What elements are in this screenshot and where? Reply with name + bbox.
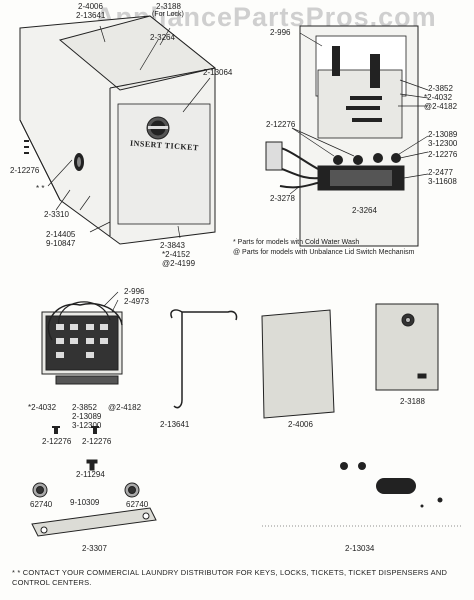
label-2-12276-left: 2-12276 — [10, 166, 40, 175]
label-2-3843: 2-3843 — [160, 241, 185, 250]
label-2-12276-m2: 2-12276 — [82, 437, 112, 446]
label-2-13641-top: 2-13641 — [76, 11, 106, 20]
switch-contacts — [56, 324, 108, 358]
label-9-10309: 9-10309 — [70, 498, 100, 507]
label-2-13064: 2-13064 — [203, 68, 233, 77]
switch-interior-details — [332, 46, 401, 165]
label-62740-r: 62740 — [126, 500, 149, 509]
label-2-13089-r: 2-13089 — [428, 130, 458, 139]
label-3-11608: 3-11608 — [428, 177, 457, 186]
label-2-13089-m: 2-13089 — [72, 412, 102, 421]
label-star-2-4032-r: *2-4032 — [424, 93, 453, 102]
small-screws — [52, 426, 99, 434]
label-2-12276-m1: 2-12276 — [42, 437, 72, 446]
label-62740-l: 62740 — [30, 500, 53, 509]
label-at-2-4182-r: @2-4182 — [424, 102, 458, 111]
label-2-4006-m: 2-4006 — [288, 420, 313, 429]
label-2-3310: 2-3310 — [44, 210, 69, 219]
lock-rod — [170, 309, 238, 409]
label-2-3188-m: 2-3188 — [400, 397, 425, 406]
left-screws — [24, 140, 29, 154]
label-star-2-4152: *2-4152 — [162, 250, 191, 259]
cover-plate — [261, 309, 335, 419]
label-2-996-r: 2-996 — [270, 28, 291, 37]
label-2-12276-r1: 2-12276 — [266, 120, 296, 129]
switch-assembly — [41, 301, 123, 385]
label-at-2-4182-m: @2-4182 — [108, 403, 142, 412]
label-for-lock: (For Lock) — [152, 11, 184, 18]
label-2-3264-top: 2-3264 — [150, 33, 175, 42]
label-star-2-4032-m: *2-4032 — [28, 403, 57, 412]
label-2-2477: 2-2477 — [428, 168, 453, 177]
footer-note: * * CONTACT YOUR COMMERCIAL LAUNDRY DIST… — [12, 568, 448, 587]
label-2-12276-r2: 2-12276 — [428, 150, 458, 159]
note-cold-water: * Parts for models with Cold Water Wash — [233, 239, 360, 246]
label-2-13034: 2-13034 — [345, 544, 375, 553]
label-2-996-m: 2-996 — [124, 287, 145, 296]
label-at-2-4199: @2-4199 — [162, 259, 196, 268]
label-2-14405: 2-14405 — [46, 230, 76, 239]
coin-knob — [146, 116, 170, 140]
label-2-13641-m: 2-13641 — [160, 420, 190, 429]
label-2-3188-top: 2-3188 — [156, 2, 181, 11]
decal — [340, 462, 443, 508]
label-star2-left: * * — [36, 184, 45, 193]
label-3-12300-r: 3-12300 — [428, 139, 458, 148]
lock-plate — [375, 303, 439, 391]
label-2-3307: 2-3307 — [82, 544, 107, 553]
side-lock — [74, 153, 84, 171]
label-9-10847: 9-10847 — [46, 239, 76, 248]
label-2-4973: 2-4973 — [124, 297, 149, 306]
note-unbalance: @ Parts for models with Unbalance Lid Sw… — [233, 249, 415, 256]
label-2-3264-r: 2-3264 — [352, 206, 377, 215]
label-2-3278: 2-3278 — [270, 194, 295, 203]
label-2-3852-m: 2-3852 — [72, 403, 97, 412]
label-2-11294: 2-11294 — [76, 470, 105, 479]
label-2-4006-top: 2-4006 — [78, 2, 103, 11]
wire-harness-right — [265, 141, 323, 189]
label-2-3852-r: 2-3852 — [428, 84, 453, 93]
bottom-bracket — [31, 459, 157, 537]
switch-box-interior — [299, 25, 419, 247]
label-3-12300-m: 3-12300 — [72, 421, 102, 430]
